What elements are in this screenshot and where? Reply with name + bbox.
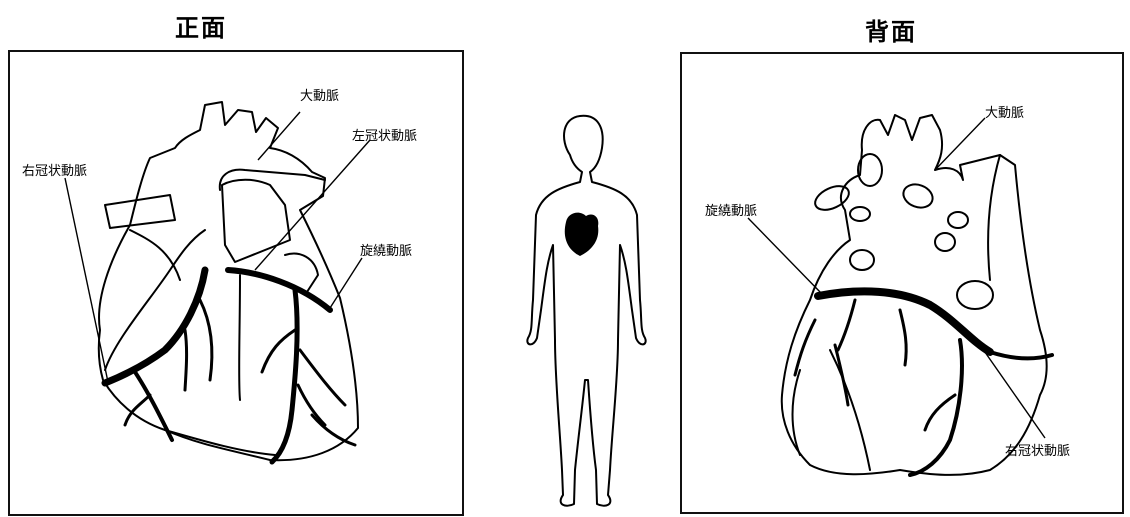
back-label-circumflex: 旋繞動脈 [705, 200, 757, 219]
front-label-left-coronary: 左冠状動脈 [352, 125, 417, 144]
front-pulmonary-trunk [222, 180, 290, 262]
back-vessel-opening [858, 154, 882, 186]
front-pulmonary-branch [105, 195, 175, 228]
back-right-coronary-artery [990, 352, 1052, 358]
front-label-circumflex: 旋繞動脈 [360, 240, 412, 259]
front-lad-artery [272, 290, 297, 462]
back-label-right-coronary: 右冠状動脈 [1005, 440, 1070, 459]
front-inner-line [130, 230, 180, 280]
front-left-coronary-artery [228, 270, 330, 310]
back-label-aorta: 大動脈 [985, 102, 1024, 121]
front-right-coronary-artery [105, 270, 205, 383]
front-label-right-coronary: 右冠状動脈 [22, 160, 87, 179]
back-leader-lines [748, 118, 1045, 438]
human-body-silhouette [527, 116, 645, 506]
front-label-aorta: 大動脈 [300, 85, 339, 104]
back-ventricle-line [830, 350, 870, 470]
front-leader-lines [65, 112, 370, 382]
front-ventricle-line [239, 275, 240, 400]
front-bottom-line [165, 430, 275, 455]
center-heart-icon [565, 213, 599, 256]
front-coronary-arteries [105, 270, 355, 462]
front-right-atrium-line [105, 230, 205, 370]
